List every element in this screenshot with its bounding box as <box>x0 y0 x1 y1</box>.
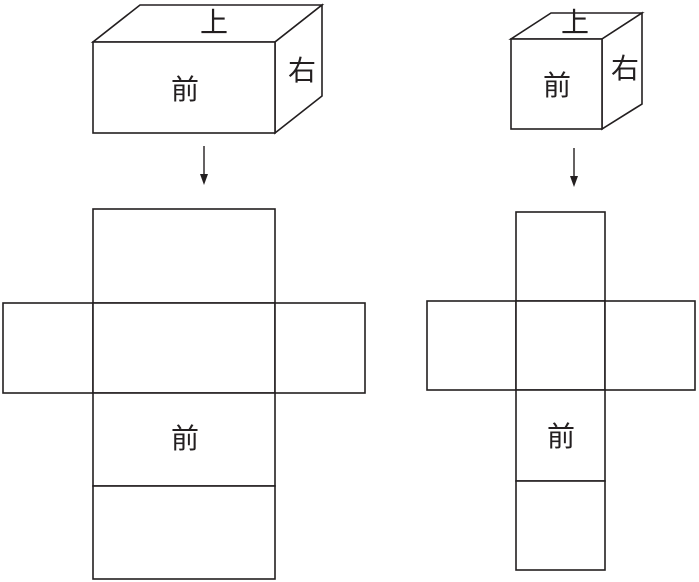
right-net: 前 <box>426 211 696 571</box>
left-box-front-label: 前 <box>171 73 199 106</box>
left-down-arrow-icon <box>200 146 208 185</box>
left-net-center-rect <box>92 302 276 394</box>
right-net-top-rect <box>515 211 606 302</box>
right-cube-front-face <box>510 38 603 130</box>
left-box-top-label: 上 <box>200 6 228 39</box>
right-cube-top-label: 上 <box>561 6 589 39</box>
right-net-left-rect <box>426 300 517 391</box>
right-cube-3d: 上 前 右 <box>508 6 645 131</box>
right-net-right-rect <box>604 300 696 391</box>
left-net: 前 <box>2 208 366 580</box>
right-net-front-rect <box>515 389 606 482</box>
left-net-top-rect <box>92 208 276 304</box>
right-down-arrow-icon <box>570 148 578 187</box>
left-net-right-rect <box>274 302 366 394</box>
left-net-front-label: 前 <box>171 422 199 455</box>
right-net-front-label: 前 <box>547 420 575 453</box>
left-box-right-label: 右 <box>288 54 316 87</box>
right-cube-front-label: 前 <box>543 69 571 102</box>
left-box-front-face <box>92 41 276 134</box>
right-cube-right-label: 右 <box>611 52 639 85</box>
left-box-3d: 上 前 右 <box>90 3 325 135</box>
right-net-center-rect <box>515 300 606 391</box>
left-net-front-rect <box>92 392 276 487</box>
left-net-left-rect <box>2 302 94 394</box>
right-net-bottom-rect <box>515 480 606 571</box>
left-net-bottom-rect <box>92 485 276 580</box>
